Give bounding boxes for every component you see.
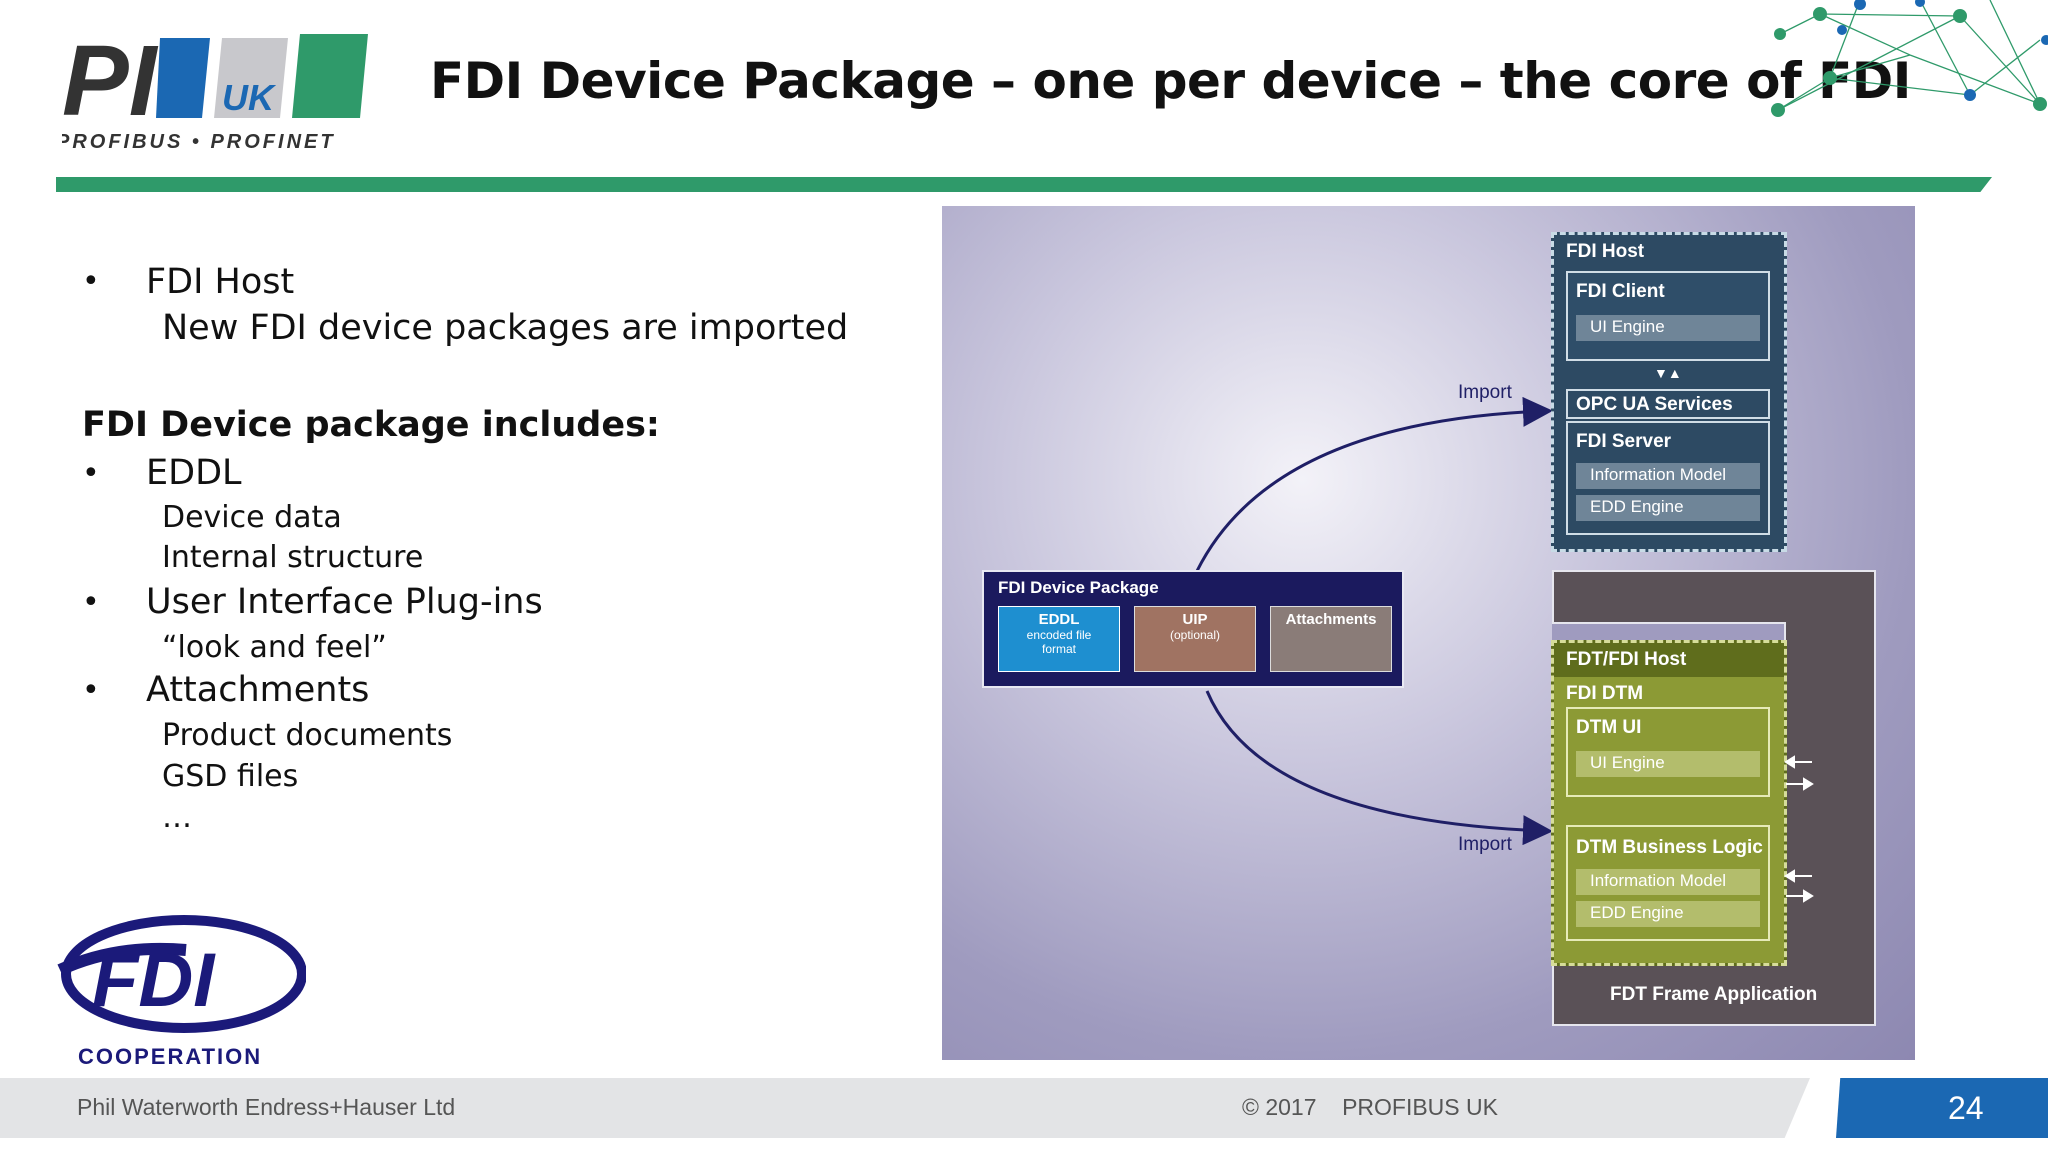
eddl-file-box: EDDL encoded file format	[998, 606, 1120, 672]
fdi-client-box: FDI Client UI Engine	[1566, 271, 1770, 361]
pi-logo-grey-block	[214, 38, 288, 118]
bullet-glyph: •	[82, 585, 100, 620]
fdi-host-box: FDI Host FDI Client UI Engine ▼▲ OPC UA …	[1551, 232, 1787, 552]
fdi-dtm-label: FDI DTM	[1566, 683, 1644, 704]
fdi-host-title: FDI Host	[1566, 241, 1645, 262]
pi-logo-uk: UK	[222, 77, 277, 118]
attach-sub-gsd-files: GSD files	[162, 759, 299, 794]
import-arrow-bottom	[1205, 690, 1553, 846]
import-arcs	[1195, 396, 1553, 846]
fdi-cooperation-logo: FDI COOPERATION	[57, 915, 306, 1069]
dtm-business-logic-label: DTM Business Logic	[1576, 837, 1763, 858]
includes-heading: FDI Device package includes:	[82, 405, 660, 445]
dtm-ui-label: DTM UI	[1576, 717, 1642, 738]
fdi-server-box: FDI Server Information Model EDD Engine	[1566, 421, 1770, 535]
fdi-logo-text: FDI	[92, 938, 216, 1023]
fdi-client-ui-engine: UI Engine	[1576, 315, 1760, 341]
eddl-file-sub: encoded file format	[1026, 628, 1092, 656]
fdi-server-edd-engine: EDD Engine	[1576, 495, 1760, 521]
bullet-attachments: Attachments	[146, 670, 370, 710]
dtm-business-logic-box: DTM Business Logic Information Model EDD…	[1566, 825, 1770, 941]
pi-logo-green-block	[292, 34, 368, 118]
fdi-logo-ring	[61, 915, 306, 1033]
footer-copyright: © 2017 PROFIBUS UK	[1242, 1094, 1498, 1120]
fdi-logo-sub: COOPERATION	[78, 1044, 262, 1069]
import-arrow-top	[1195, 396, 1553, 572]
bullet-fdi-host: FDI Host	[146, 262, 295, 302]
fdt-frame-application-label: FDT Frame Application	[1610, 984, 1818, 1005]
pi-logo-blue-block	[156, 38, 210, 118]
uip-file-sub: (optional)	[1169, 628, 1221, 642]
page-number: 24	[1948, 1090, 1984, 1126]
pi-logo-tagline: PROFIBUS • PROFINET	[62, 131, 336, 153]
import-label-bottom: Import	[1458, 834, 1512, 855]
frame-interface-arrows	[1784, 755, 1814, 903]
bullet-eddl: EDDL	[146, 453, 242, 493]
slide-title: FDI Device Package – one per device – th…	[430, 52, 1911, 110]
dtm-edd-engine: EDD Engine	[1576, 901, 1760, 927]
fdi-server-label: FDI Server	[1576, 431, 1672, 452]
dtm-ui-box: DTM UI UI Engine	[1566, 707, 1770, 797]
fdi-host-updown-arrows: ▼▲	[1654, 365, 1682, 381]
fdi-server-info-model: Information Model	[1576, 463, 1760, 489]
uip-sub-look-and-feel: “look and feel”	[162, 630, 387, 665]
fdi-device-package-box: FDI Device Package EDDL encoded file for…	[982, 570, 1404, 688]
pi-logo-letters: PI	[62, 30, 159, 137]
eddl-sub-device-data: Device data	[162, 500, 342, 535]
attachments-file-label: Attachments	[1285, 611, 1377, 628]
dtm-info-model: Information Model	[1576, 869, 1760, 895]
page-number-box	[1836, 1078, 2048, 1138]
attach-sub-product-documents: Product documents	[162, 718, 453, 753]
attach-sub-ellipsis: …	[162, 800, 192, 835]
header-divider	[56, 177, 1992, 192]
uip-file-label: UIP	[1182, 611, 1208, 628]
dtm-ui-engine: UI Engine	[1576, 751, 1760, 777]
attachments-file-box: Attachments	[1270, 606, 1392, 672]
fdi-diagram: Import Import FDI Device Package EDDL en…	[942, 206, 1915, 1060]
bullet-glyph: •	[82, 673, 100, 708]
footer-bar	[0, 1078, 1810, 1138]
import-label-top: Import	[1458, 382, 1512, 403]
bullet-glyph: •	[82, 264, 100, 299]
bullet-fdi-host-sub: New FDI device packages are imported	[162, 308, 849, 348]
fdt-fdi-host-box: FDT/FDI Host FDI DTM DTM UI UI Engine DT…	[1551, 640, 1787, 966]
fdt-fdi-host-title: FDT/FDI Host	[1566, 649, 1687, 670]
bullet-uip: User Interface Plug-ins	[146, 582, 543, 622]
uip-file-box: UIP (optional)	[1134, 606, 1256, 672]
opc-ua-services-box: OPC UA Services	[1566, 389, 1770, 419]
fdi-dtm-box: FDI DTM DTM UI UI Engine DTM Business Lo…	[1554, 677, 1784, 963]
bullet-glyph: •	[82, 456, 100, 491]
footer-presenter: Phil Waterworth Endress+Hauser Ltd	[77, 1094, 456, 1120]
opc-ua-services-label: OPC UA Services	[1576, 394, 1733, 415]
pi-uk-logo: PI UK PROFIBUS • PROFINET	[62, 30, 368, 153]
eddl-sub-internal-structure: Internal structure	[162, 540, 424, 575]
fdi-client-label: FDI Client	[1576, 281, 1665, 302]
eddl-file-label: EDDL	[1038, 611, 1080, 628]
network-decoration	[1771, 0, 2048, 117]
package-title: FDI Device Package	[998, 578, 1159, 597]
